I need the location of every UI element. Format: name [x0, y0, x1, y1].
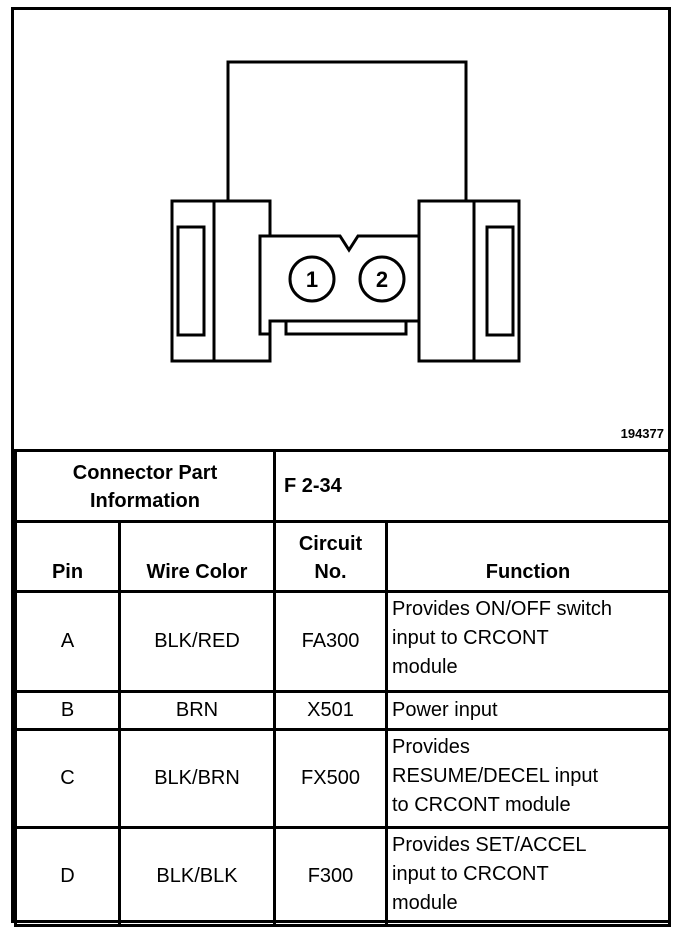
left-latch: [170, 199, 272, 363]
row-a-function-line: Provides ON/OFF switch: [392, 598, 613, 620]
row-c-function-line: to CRCONT module: [392, 794, 571, 816]
row-d-function-line: module: [392, 892, 458, 914]
header-pin: Pin: [14, 520, 121, 593]
row-c-circuit: FX500: [273, 728, 388, 829]
right-latch: [417, 199, 521, 363]
row-b-wire-color: BRN: [118, 690, 276, 731]
row-a-function-line: input to CRCONT: [392, 627, 549, 649]
row-c-pin: C: [14, 728, 121, 829]
row-a-wire-color: BLK/RED: [118, 590, 276, 693]
connector-drawing: 1 2: [170, 60, 521, 363]
pin-1-label: 1: [306, 267, 318, 292]
part-info-label-line1: Connector Part: [72, 462, 218, 484]
row-a-function-line: module: [392, 656, 458, 678]
row-b-pin: B: [14, 690, 121, 731]
row-c-function: Provides RESUME/DECEL input to CRCONT mo…: [385, 728, 671, 829]
table-row: C BLK/BRN FX500 Provides RESUME/DECEL in…: [14, 728, 671, 829]
connector-document: 1 2 194377 Connector Part Information F …: [11, 7, 671, 927]
pin-2-circle: [358, 255, 406, 303]
figure-id: 194377: [620, 426, 664, 441]
header-row: Pin Wire Color Circuit No. Function: [14, 520, 671, 593]
row-d-function-line: input to CRCONT: [392, 863, 549, 885]
pin-1-circle: [288, 255, 336, 303]
row-a-pin: A: [14, 590, 121, 693]
table-row: A BLK/RED FA300 Provides ON/OFF switch i…: [14, 590, 671, 693]
connector-diagram: 1 2 194377: [14, 10, 668, 449]
header-circuit-line1: Circuit: [298, 533, 363, 555]
row-a-circuit: FA300: [273, 590, 388, 693]
header-function: Function: [385, 520, 671, 593]
header-wire-color: Wire Color: [118, 520, 276, 593]
row-b-function: Power input: [385, 690, 671, 731]
part-number: F 2-34: [273, 449, 671, 523]
row-d-function-line: Provides SET/ACCEL: [392, 834, 587, 856]
wire-loop: [226, 60, 468, 202]
row-c-function-line: RESUME/DECEL input: [392, 765, 598, 787]
row-c-wire-color: BLK/BRN: [118, 728, 276, 829]
part-info-label-line2: Information: [90, 490, 200, 512]
connector-table: Connector Part Information F 2-34 Pin Wi…: [14, 449, 671, 927]
part-info-row: Connector Part Information F 2-34: [14, 449, 671, 523]
header-circuit: Circuit No.: [273, 520, 388, 593]
row-d-pin: D: [14, 826, 121, 927]
row-c-function-line: Provides: [392, 736, 470, 758]
part-info-label: Connector Part Information: [14, 449, 276, 523]
table-row: D BLK/BLK F300 Provides SET/ACCEL input …: [14, 826, 671, 927]
row-b-circuit: X501: [273, 690, 388, 731]
header-circuit-line2: No.: [314, 561, 347, 583]
row-d-circuit: F300: [273, 826, 388, 927]
table-row: B BRN X501 Power input: [14, 690, 671, 731]
pin-2-label: 2: [376, 267, 388, 292]
row-a-function: Provides ON/OFF switch input to CRCONT m…: [385, 590, 671, 693]
row-b-function-line: Power input: [392, 699, 498, 721]
row-d-function: Provides SET/ACCEL input to CRCONT modul…: [385, 826, 671, 927]
row-d-wire-color: BLK/BLK: [118, 826, 276, 927]
